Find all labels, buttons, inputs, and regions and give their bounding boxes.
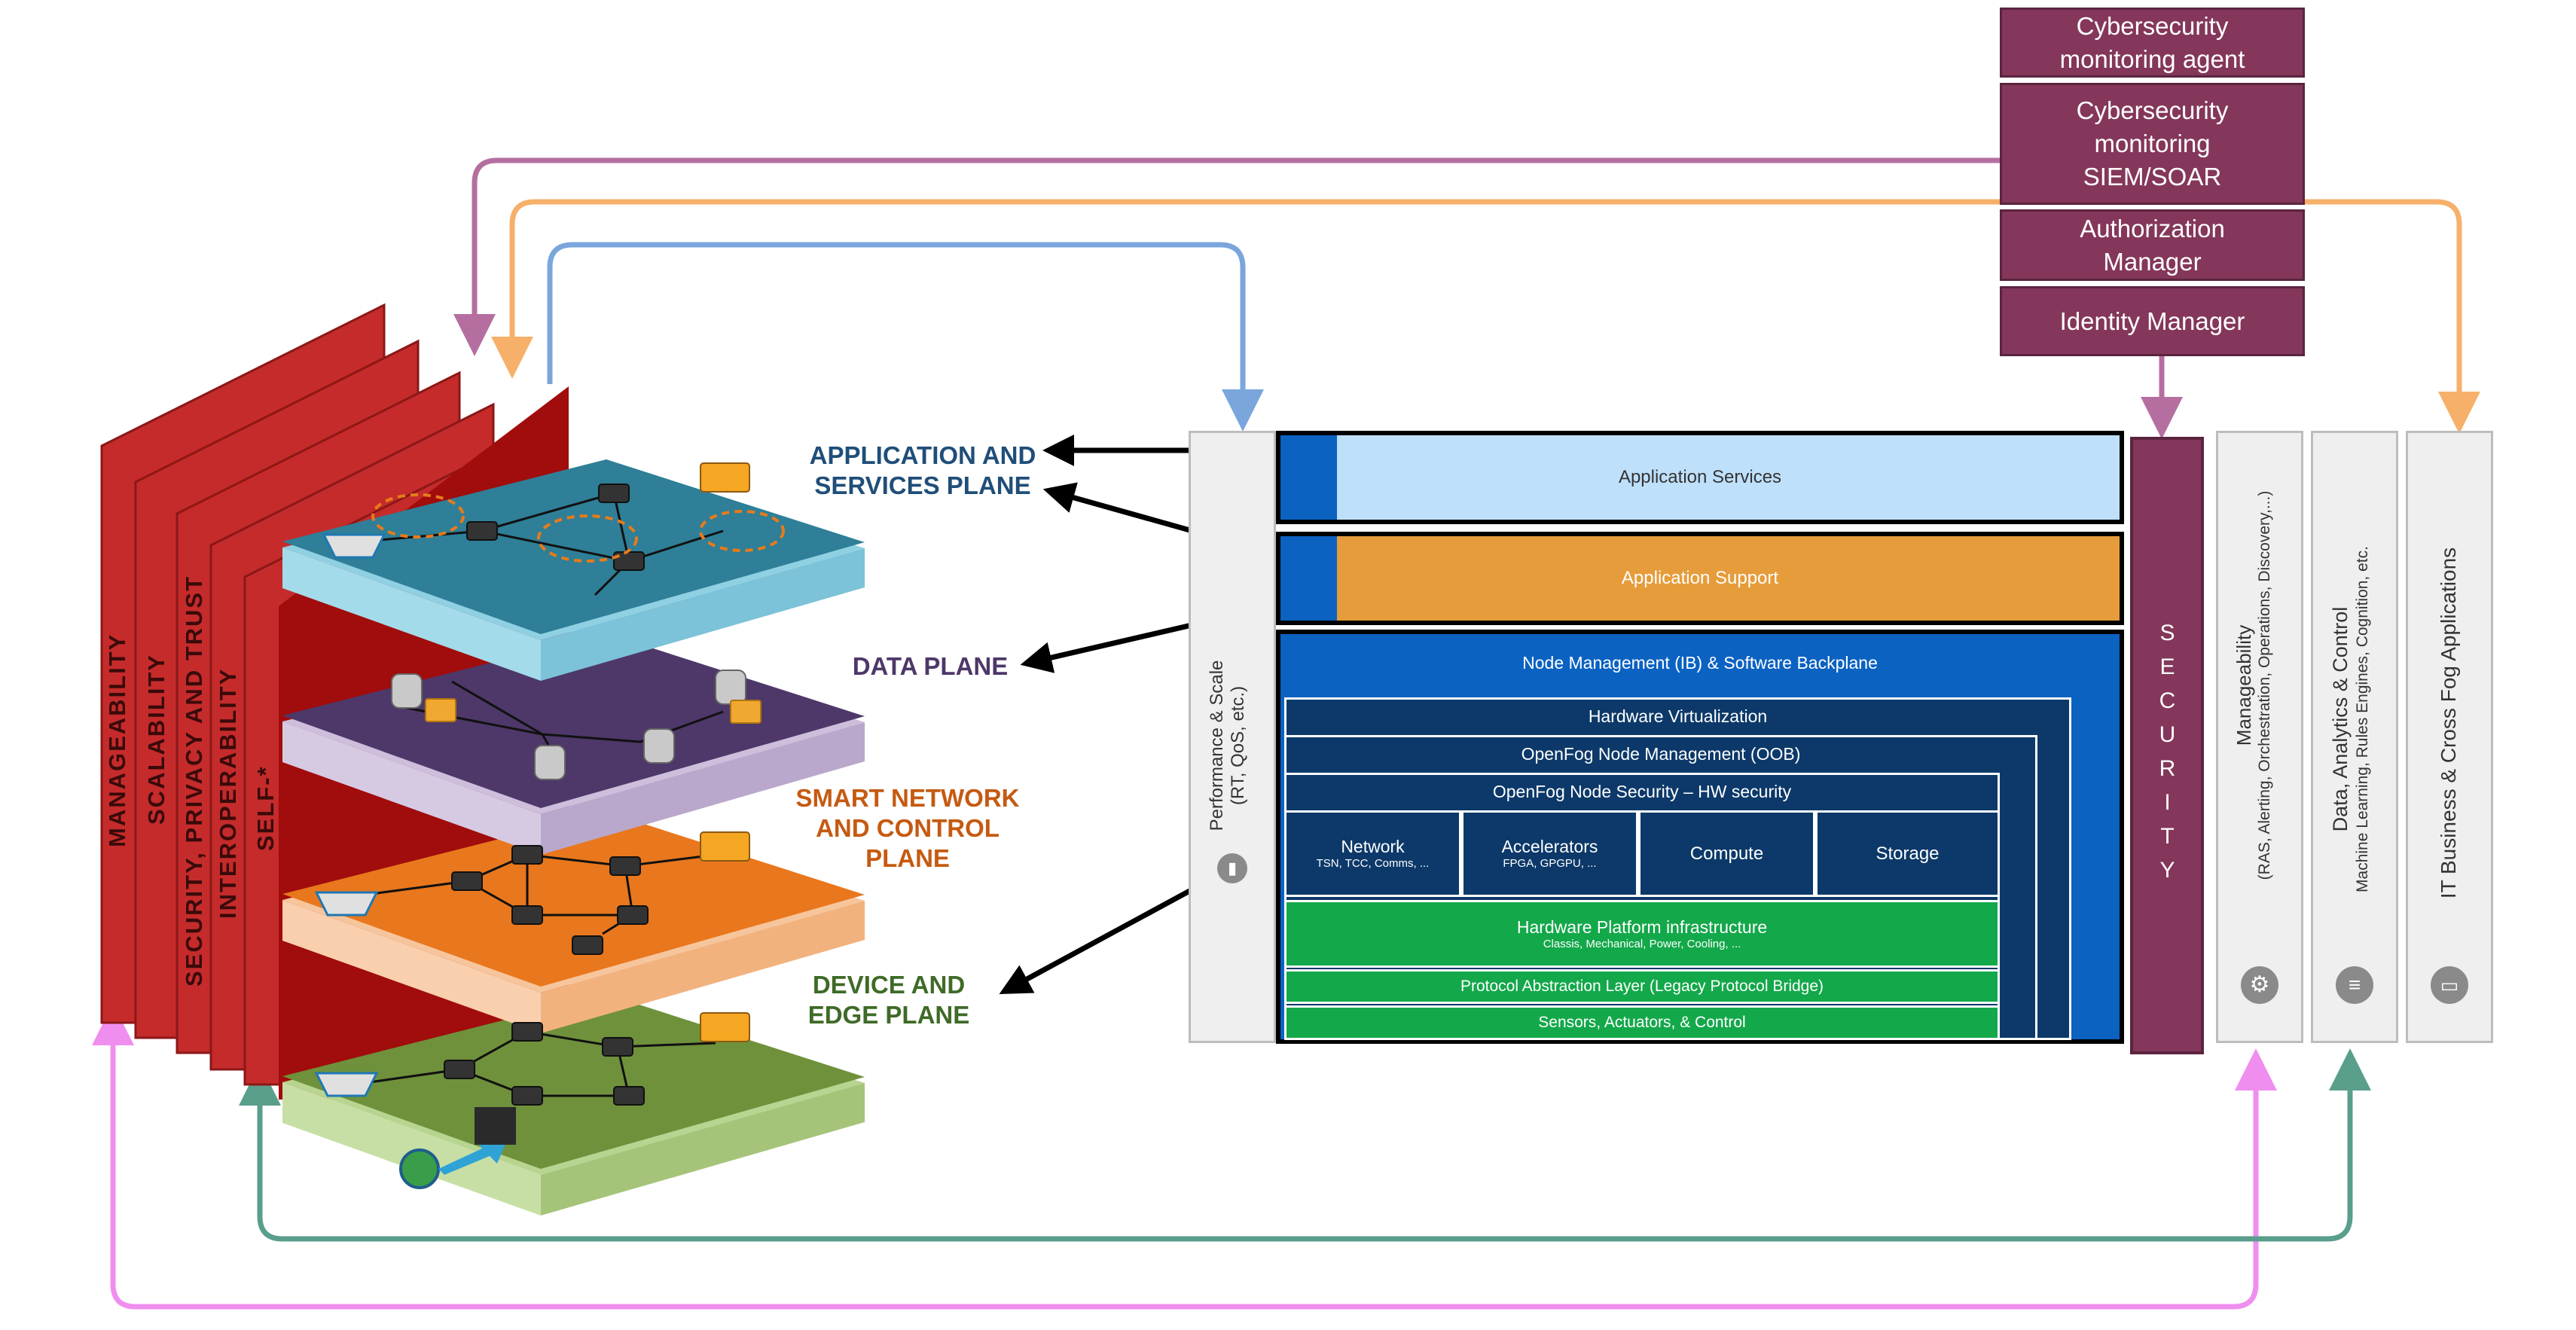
orange-arrow-to-it-column	[2297, 199, 2480, 434]
app-services-blue-strip	[1280, 435, 1337, 520]
app-support-layer: Application Support	[1276, 532, 2124, 625]
cybersecurity-monitoring-agent-box: Cybersecurity monitoring agent	[2000, 8, 2305, 78]
app-services-label: Application Services	[1618, 467, 1782, 487]
wall-label-manageability: MANAGEABILITY	[104, 633, 130, 847]
folder-icons	[425, 698, 762, 724]
node-mgmt-label: Node Management (IB) & Software Backplan…	[1522, 652, 1878, 673]
wall-label-security-privacy-trust: SECURITY, PRIVACY AND TRUST	[181, 575, 207, 987]
of-node-sec-label: OpenFog Node Security – HW security	[1492, 781, 1792, 801]
of-node-sec-cell: OpenFog Node Security – HW security	[1284, 773, 2000, 810]
storage-cell: Storage	[1815, 810, 2000, 897]
hw-platform-label: Hardware Platform infrastructure	[1516, 917, 1768, 937]
accelerators-cell: Accelerators FPGA, GPGPU, ...	[1461, 810, 1638, 897]
network-nodes	[444, 483, 649, 1106]
compute-label: Compute	[1689, 843, 1764, 864]
manageability-title: Manageability	[2233, 624, 2255, 746]
network-sub: TSN, TCC, Comms, ...	[1316, 857, 1430, 870]
app-services-layer: Application Services	[1276, 431, 2124, 524]
plane-app-graphic	[282, 459, 865, 681]
label-data-plane: DATA PLANE	[852, 652, 1009, 680]
data-analytics-column	[2311, 431, 2398, 1043]
compute-cell: Compute	[1638, 810, 1815, 897]
hw-platform-sub: Classis, Mechanical, Power, Cooling, ...	[1543, 937, 1741, 950]
hw-virt-cell: Hardware Virtualization	[1284, 697, 2071, 735]
sensors-label: Sensors, Actuators, & Control	[1538, 1014, 1746, 1031]
accelerators-label: Accelerators	[1501, 837, 1598, 856]
list-icon: ≡	[2336, 966, 2373, 1004]
security-label: SECURITY	[2155, 621, 2180, 892]
ship-icons	[314, 533, 386, 1097]
orange-arrow-to-stack	[491, 199, 2011, 379]
blue-arrow-loop	[547, 242, 1264, 432]
wall-label-self: SELF-*	[252, 765, 279, 851]
performance-scale-title: Performance & Scale	[1207, 660, 1227, 831]
manageability-label-group: Manageability (RAS, Alerting, Orchestrat…	[2233, 437, 2275, 934]
security-column: SECURITY	[2130, 437, 2204, 1054]
data-analytics-label-group: Data, Analytics & Control Machine Learni…	[2329, 501, 2374, 938]
storage-label: Storage	[1876, 843, 1940, 864]
label-control-plane: SMART NETWORK AND CONTROL PLANE	[795, 784, 1020, 872]
label-device-plane: DEVICE AND EDGE PLANE	[807, 971, 970, 1029]
network-label: Network	[1341, 837, 1405, 856]
gear-icon: ⚙	[2241, 966, 2278, 1004]
of-node-mgmt-label: OpenFog Node Management (OOB)	[1521, 743, 1801, 764]
app-support-label: Application Support	[1621, 568, 1779, 588]
data-analytics-title: Data, Analytics & Control	[2329, 606, 2352, 832]
data-analytics-sub: Machine Learning, Rules Engines, Cogniti…	[2354, 546, 2371, 892]
chart-icon: ▮	[1217, 853, 1247, 883]
teal-arrow-loop	[257, 1048, 2371, 1242]
siem-soar-box: Cybersecurity monitoring SIEM/SOAR	[2000, 83, 2305, 205]
monitor-icon: ▭	[2431, 966, 2468, 1004]
purple-arrow-to-stack	[453, 157, 2011, 356]
of-node-mgmt-cell: OpenFog Node Management (OOB)	[1284, 735, 2037, 773]
truck-icons	[700, 462, 750, 1042]
database-icons	[391, 670, 746, 780]
accelerators-sub: FPGA, GPGPU, ...	[1503, 857, 1597, 870]
app-support-blue-strip	[1280, 536, 1337, 621]
wall-label-scalability: SCALABILITY	[143, 654, 169, 825]
globe-icon	[399, 1107, 516, 1189]
protocol-label: Protocol Abstraction Layer (Legacy Proto…	[1460, 978, 1824, 995]
network-cell: Network TSN, TCC, Comms, ...	[1284, 810, 1461, 897]
dashed-circles	[371, 493, 785, 563]
pink-arrow-loop	[110, 1036, 2277, 1310]
identity-manager-box: Identity Manager	[2000, 286, 2305, 356]
sensors-cell: Sensors, Actuators, & Control	[1284, 1005, 2000, 1040]
it-business-column	[2406, 431, 2493, 1043]
hw-platform-cell: Hardware Platform infrastructure Classis…	[1284, 900, 2000, 968]
label-app-services-plane: APPLICATION AND SERVICES PLANE	[809, 441, 1036, 499]
node-mgmt-label-cell: Node Management (IB) & Software Backplan…	[1280, 636, 2120, 689]
performance-scale-sub: (RT, QoS, etc.)	[1228, 685, 1248, 806]
protocol-cell: Protocol Abstraction Layer (Legacy Proto…	[1284, 969, 2000, 1004]
wall-label-interoperability: INTEROPERABILITY	[215, 667, 241, 919]
hw-virt-label: Hardware Virtualization	[1588, 706, 1768, 726]
authorization-manager-box: Authorization Manager	[2000, 209, 2305, 281]
manageability-sub: (RAS, Alerting, Orchestration, Operation…	[2256, 490, 2273, 880]
performance-scale-label: Performance & Scale (RT, QoS, etc.)	[1207, 648, 1249, 843]
it-business-label: IT Business & Cross Fog Applications	[2437, 547, 2460, 899]
performance-scale-column	[1189, 431, 1276, 1043]
manageability-column	[2216, 431, 2303, 1043]
